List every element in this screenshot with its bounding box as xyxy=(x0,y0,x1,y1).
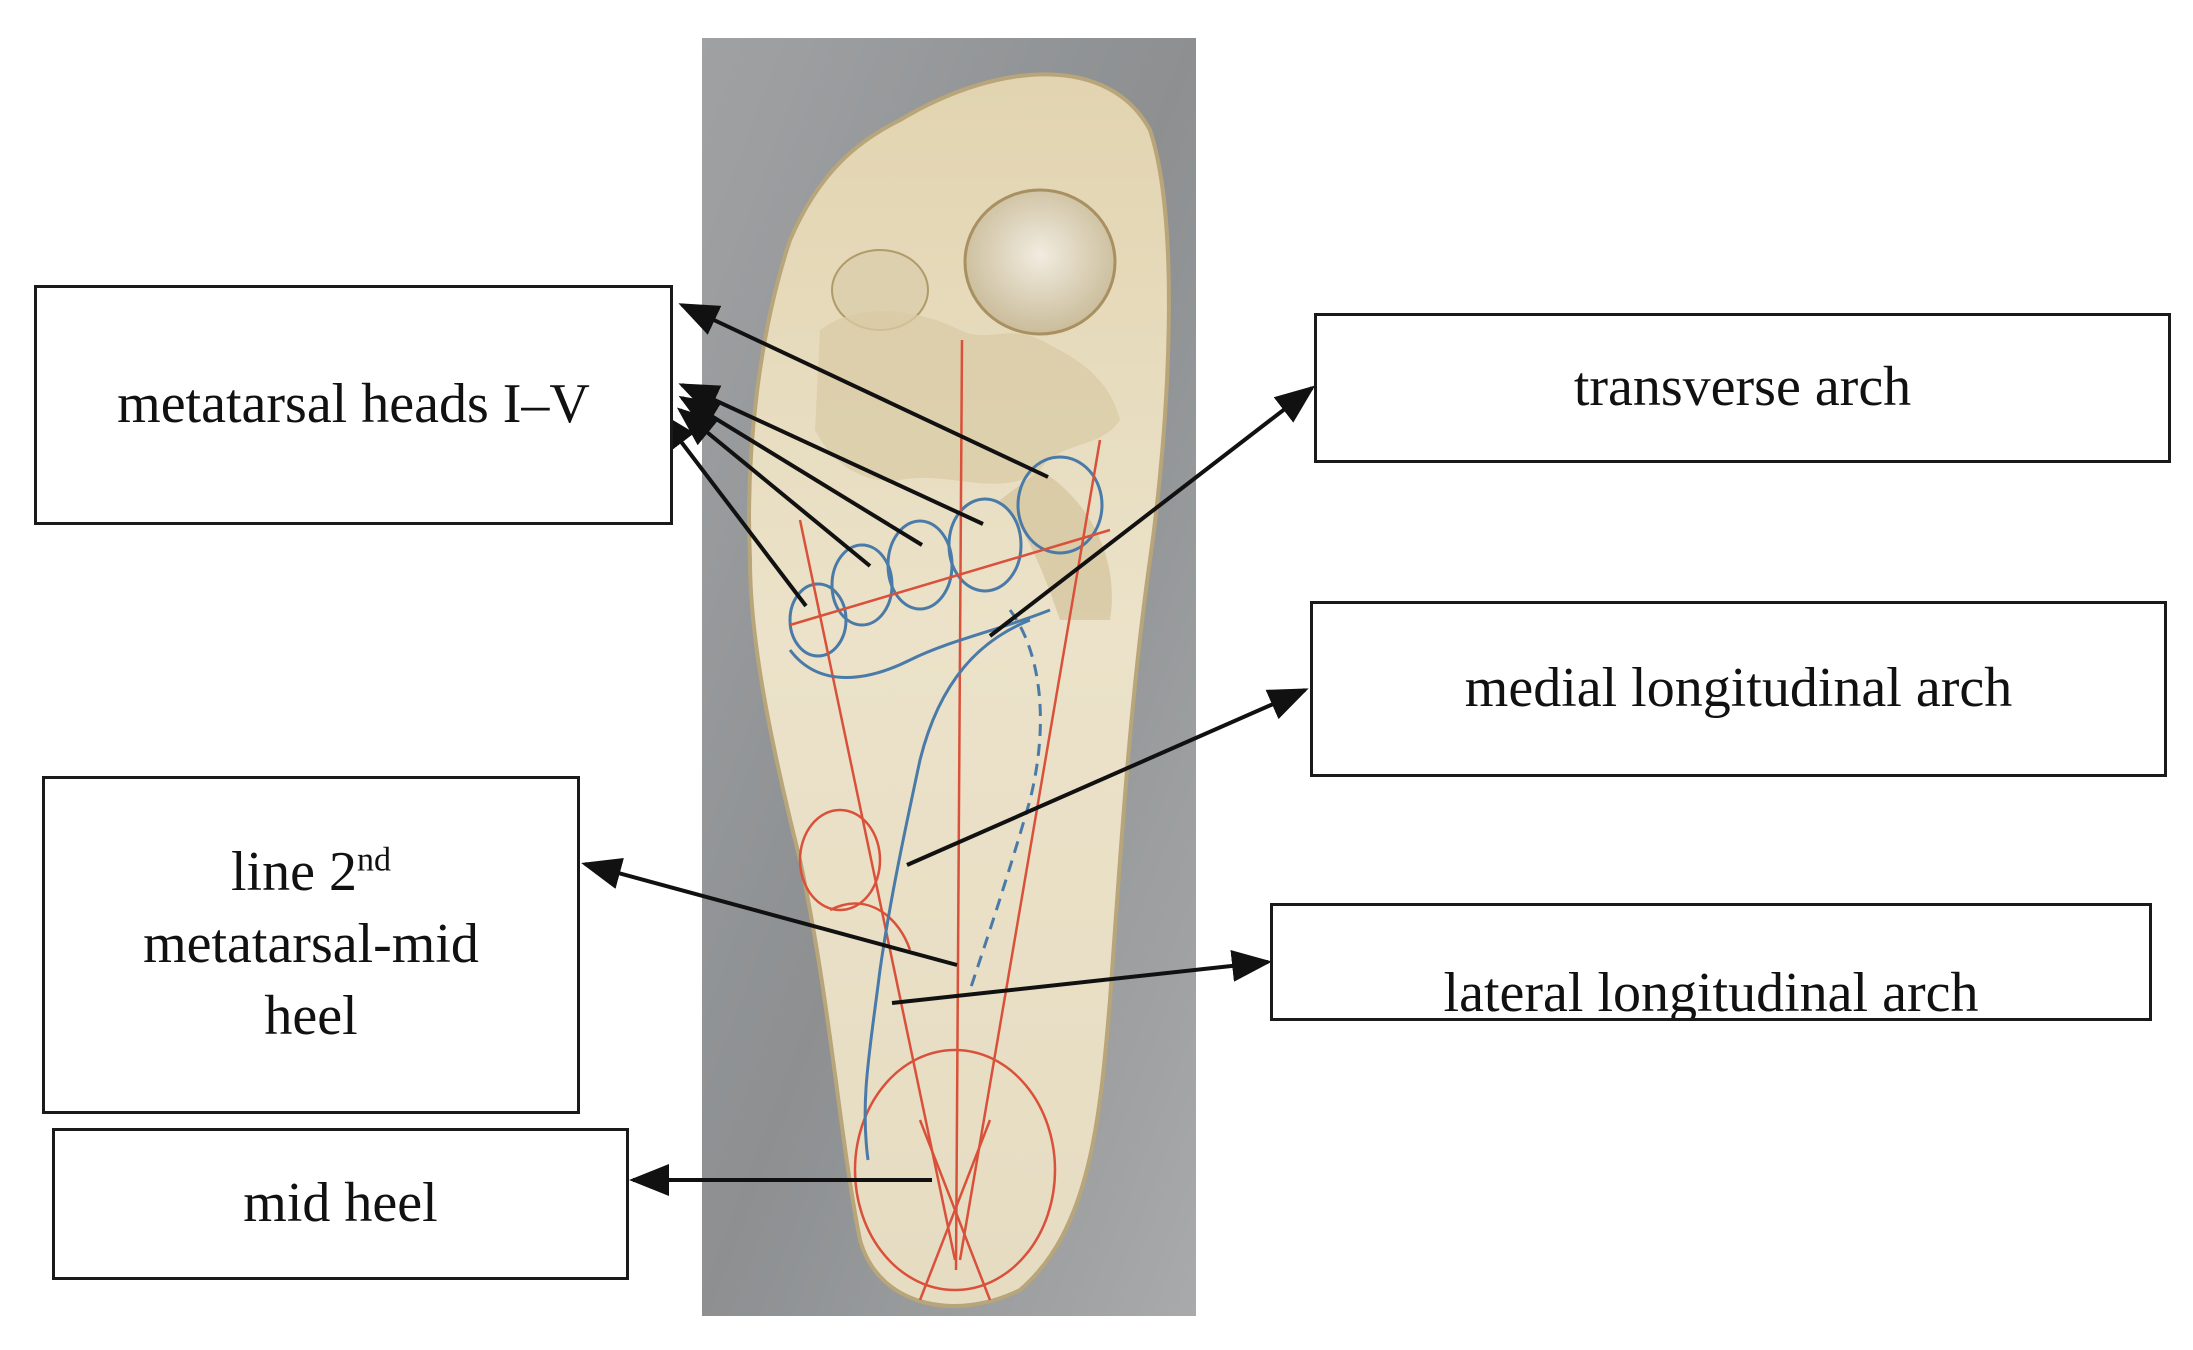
label-lateral-longitudinal-arch-text: lateral longitudinal arch xyxy=(1443,962,1979,1021)
lateral-arch-circle xyxy=(798,808,882,912)
arrow-medial xyxy=(906,688,1309,867)
label-line-2nd-row-3: heel xyxy=(264,984,358,1047)
arrow-transverse xyxy=(988,385,1316,638)
label-mid-heel: mid heel xyxy=(52,1128,629,1280)
arrow-line2 xyxy=(581,857,958,967)
arrow-metatarsal-2 xyxy=(678,383,984,526)
label-line-2nd-sup: nd xyxy=(356,841,391,879)
lateral-guide-line xyxy=(798,519,957,1261)
label-transverse-arch-text: transverse arch xyxy=(1573,356,1912,419)
transverse-line xyxy=(789,528,1111,627)
heel-circle xyxy=(853,1048,1057,1292)
lateral-arch-curve xyxy=(829,902,912,951)
second-metatarsal-midheel-line xyxy=(954,339,964,1271)
heel-cross-2 xyxy=(918,1119,992,1301)
label-lateral-longitudinal-arch: lateral longitudinal arch xyxy=(1270,903,2152,1021)
lateral-arch-curve-blue xyxy=(968,609,1042,991)
label-line-2nd-row-1: line 2nd xyxy=(231,837,391,909)
red-markings xyxy=(789,339,1111,1301)
label-medial-longitudinal-arch: medial longitudinal arch xyxy=(1310,601,2167,777)
label-line-2nd-metatarsal-mid-heel: line 2nd metatarsal-mid heel xyxy=(42,776,580,1114)
label-mid-heel-text: mid heel xyxy=(243,1172,438,1235)
metatarsal-circle-1 xyxy=(1016,455,1104,555)
label-line-2nd-row-2: metatarsal-mid xyxy=(143,913,479,976)
label-medial-longitudinal-arch-text: medial longitudinal arch xyxy=(1464,657,2013,720)
metatarsal-circle-5 xyxy=(788,582,848,658)
arrow-metatarsal-3 xyxy=(678,395,924,547)
label-metatarsal-heads: metatarsal heads I–V xyxy=(34,285,673,525)
arrow-metatarsal-4 xyxy=(676,407,872,568)
arrows xyxy=(581,303,1316,1196)
medial-arch-curve xyxy=(863,618,1031,1161)
medial-guide-line xyxy=(958,439,1102,1261)
arrow-metatarsal-1 xyxy=(678,303,1049,479)
big-toe-cap xyxy=(963,188,1117,336)
toe-crumple xyxy=(815,311,1120,484)
arrow-metatarsal-5 xyxy=(657,410,808,608)
arrow-lateral xyxy=(891,949,1272,1005)
metatarsal-circle-4 xyxy=(830,543,894,627)
metatarsal-circles xyxy=(788,455,1104,658)
label-metatarsal-heads-text: metatarsal heads I–V xyxy=(117,373,590,436)
label-line-2nd-prefix: line 2 xyxy=(231,841,357,904)
label-transverse-arch: transverse arch xyxy=(1314,313,2171,463)
